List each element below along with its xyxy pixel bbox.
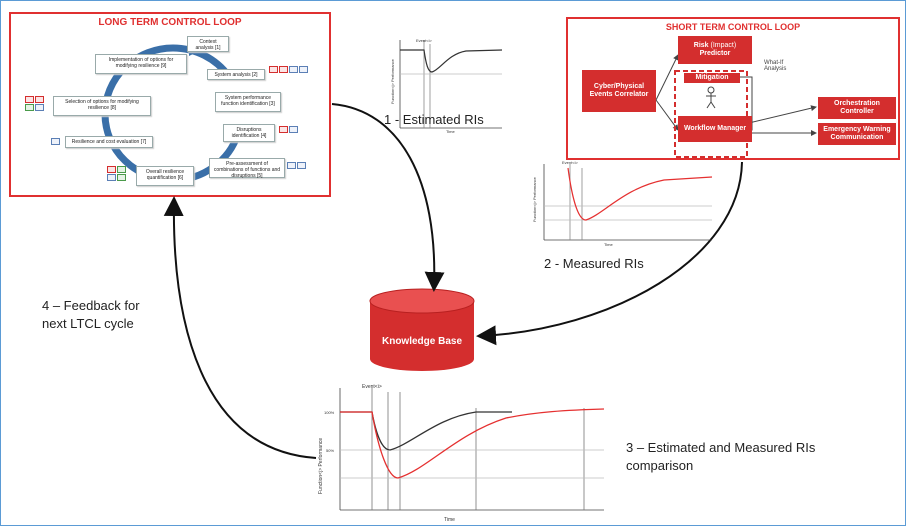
step-9-label: Implementation of options for modifying … [108,57,174,69]
ltcl-title: LONG TERM CONTROL LOOP [98,17,242,28]
step-4-label: Disruptions identification [4] [231,127,267,139]
emergency-warning-box: Emergency Warning Communication [818,123,896,145]
risk-label: Risk [693,42,709,49]
c3-ylabel: Function<j> Performance [318,438,324,494]
c1-event-label: Event<i> [416,38,432,43]
step-3-performance-function: System performance function identificati… [215,92,281,112]
mitigation-label: Mitigation [695,74,729,81]
ltcl-panel: LONG TERM CONTROL LOOP Context analysis … [9,12,331,197]
step-7-icons [51,138,60,145]
step-8-selection-options: Selection of options for modifying resil… [53,96,151,116]
orchestration-label: Orchestration Controller [834,100,880,115]
step-4-icons [279,126,298,133]
c3-estimated-curve [340,411,512,451]
c2-event-label: Event<i> [562,160,578,165]
label-comparison-line2: comparison [626,458,694,473]
step-6-label: Overall resilience quantification [6] [145,169,185,181]
step-9-implementation: Implementation of options for modifying … [95,54,187,74]
c3-event-label: Event<i> [362,384,382,390]
arrow-ltcl-to-kb [331,103,445,292]
step-5-icons [287,162,306,169]
arrow-stcl-to-kb [476,161,743,346]
predictor-label: Predictor [699,50,731,57]
step-5-pre-assessment: Pre-assessment of combinations of functi… [209,158,285,179]
mitigation-label-box: Mitigation [684,73,740,83]
c2-ylabel: Function<j> Performance [532,176,537,222]
step-1-context-analysis: Context analysis [1] [187,36,229,52]
chart-estimated: Event<i> Function<j> Performance Time [390,38,503,134]
knowledge-base-cylinder [369,288,475,371]
emergency-label: Emergency Warning Communication [823,126,891,141]
stick-figure-icon [706,86,716,109]
risk-predictor-box: Risk (Impact) Predictor [678,36,752,64]
step-2-system-analysis: System analysis [2] [207,69,265,80]
correlator-box: Cyber/Physical Events Correlator [582,70,656,112]
c2-xlabel: Time [604,242,614,247]
impact-label: (Impact) [710,42,737,49]
knowledge-base-label: Knowledge Base [381,336,463,347]
label-comparison-line1: 3 – Estimated and Measured RIs [626,440,816,455]
c1-estimated-curve [400,49,503,73]
step-6-overall-resilience: Overall resilience quantification [6] [136,166,194,186]
c3-xlabel: Time [444,517,455,523]
what-if-label: What-If Analysis [764,60,787,72]
workflow-manager-box: Workflow Manager [678,116,752,142]
label-measured-ris: 2 - Measured RIs [544,256,644,271]
step-1-label: Context analysis [1] [195,39,221,51]
label-feedback-line2: next LTCL cycle [42,316,134,331]
c3-y50-label: 50% [326,448,334,453]
step-8-icons [25,96,47,111]
chart-measured: Event<i> Function<j> Performance Time [532,160,713,247]
step-7-label: Resilience and cost evaluation [7] [71,139,147,145]
step-4-disruptions: Disruptions identification [4] [223,124,275,142]
chart-comparison: Event<i> 100% 50% Function<j> Performanc… [318,384,605,523]
step-2-icons [269,66,308,73]
c2-measured-curve [567,167,713,221]
arrow-feedback-to-ltcl [163,196,317,459]
step-6-icons [107,166,129,181]
step-5-label: Pre-assessment of combinations of functi… [213,161,281,179]
mitigation-frame [674,70,748,158]
stcl-title: SHORT TERM CONTROL LOOP [665,22,801,32]
step-3-label: System performance function identificati… [221,95,275,107]
label-feedback-line1: 4 – Feedback for [42,298,140,313]
orchestration-controller-box: Orchestration Controller [818,97,896,119]
label-estimated-ris: 1 - Estimated RIs [384,112,484,127]
workflow-label: Workflow Manager [683,125,747,132]
c1-xlabel: Time [446,129,456,134]
c3-y100-label: 100% [324,410,335,415]
step-2-label: System analysis [2] [214,72,258,78]
step-8-label: Selection of options for modifying resil… [65,99,139,111]
c3-measured-curve [340,408,605,479]
step-7-resilience-cost: Resilience and cost evaluation [7] [65,136,153,148]
correlator-label: Cyber/Physical Events Correlator [589,83,649,98]
c1-ylabel: Function<j> Performance [390,58,395,104]
